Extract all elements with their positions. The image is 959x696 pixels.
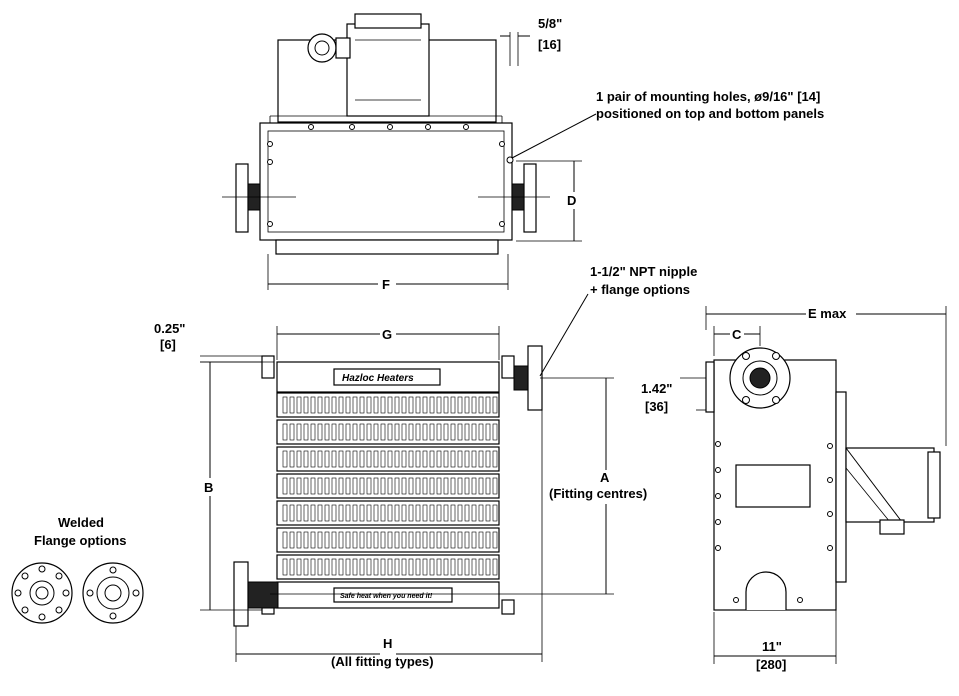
top-base-plate	[275, 239, 499, 255]
side-nameplate	[735, 464, 811, 508]
top-motor-body	[346, 23, 430, 117]
fitting-centres: (Fitting centres)	[549, 486, 647, 501]
nipple-text-2: + flange options	[590, 282, 690, 297]
front-flange-left	[233, 561, 249, 627]
dim-a-label: A	[600, 470, 610, 485]
dim-f-label: F	[382, 277, 390, 292]
dim-025-in: 0.25"	[154, 321, 185, 336]
nipple-leader	[539, 293, 589, 377]
dim-d-label: D	[567, 193, 576, 208]
top-motor-cap	[354, 13, 422, 29]
dim-142-mm: [36]	[645, 399, 668, 414]
side-flange	[729, 347, 791, 409]
welded-text-1: Welded	[58, 515, 104, 530]
tagline-text: Safe heat when you need it!	[340, 593, 433, 600]
side-motor	[845, 447, 935, 523]
dim-e-label: E max	[808, 306, 847, 321]
fin-pattern	[282, 396, 498, 576]
nipple-text-1: 1-1/2" NPT nipple	[590, 264, 697, 279]
dim-11-in: 11"	[762, 639, 782, 654]
dim-h-label: H	[383, 636, 392, 651]
top-dim-mm: [16]	[538, 37, 561, 52]
dim-11-mm: [280]	[756, 657, 786, 672]
welded-text-2: Flange options	[34, 533, 126, 548]
top-main-box	[259, 122, 513, 241]
dim-c-label: C	[732, 327, 742, 342]
top-dim-in: 5/8"	[538, 16, 562, 31]
dim-g-label: G	[382, 327, 392, 342]
brand-text: Hazloc Heaters	[342, 373, 414, 384]
dim-b-label: B	[204, 480, 213, 495]
mount-text-2: positioned on top and bottom panels	[596, 106, 824, 121]
all-fittings: (All fitting types)	[331, 654, 434, 669]
mounting-hole	[506, 156, 514, 164]
top-view	[222, 13, 597, 290]
top-flange-left	[235, 163, 249, 233]
top-flange-right	[523, 163, 537, 233]
tagline-plate	[333, 587, 453, 603]
side-cutout	[745, 571, 787, 610]
brand-plate	[333, 368, 441, 386]
front-view	[200, 293, 614, 662]
side-view	[680, 306, 947, 664]
mount-leader	[511, 113, 597, 159]
welded-flanges	[11, 562, 144, 624]
mount-text-1: 1 pair of mounting holes, ø9/16" [14]	[596, 89, 820, 104]
dim-025-mm: [6]	[160, 337, 176, 352]
side-bolts	[715, 441, 833, 603]
top-bolts	[267, 124, 514, 227]
dim-142-in: 1.42"	[641, 381, 672, 396]
front-flange-right	[527, 345, 543, 411]
